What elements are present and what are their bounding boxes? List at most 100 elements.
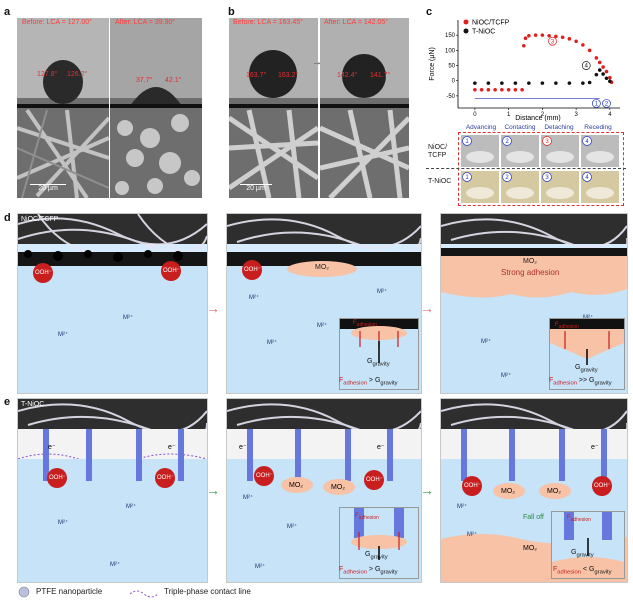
- f-adhesion-d2: Fadhesion: [353, 320, 377, 329]
- panel-e3: OOH⁻ OOH⁻ e⁻ MO₂ MO₂ Fall off MO₂ M²⁺ M²…: [440, 398, 628, 583]
- legend-marker-red: [463, 19, 469, 25]
- lca-after-a: After: LCA = 39.90°: [115, 19, 176, 26]
- angle-a-after-right: 42.1°: [165, 77, 182, 84]
- angle-a-after-left: 37.7°: [136, 77, 153, 84]
- photo-step-circle: [502, 172, 512, 182]
- force-inset-e2-art: [351, 508, 407, 560]
- scale-bar-a: 20 µm: [30, 184, 66, 192]
- legend-marker-black: [463, 28, 469, 34]
- point-t-nioc: [473, 81, 477, 85]
- angle-b-after-left: 142.4°: [337, 72, 358, 79]
- point-nioc-tcfp: [594, 56, 599, 60]
- annotation-circle-4: [581, 61, 591, 70]
- sem-particles-a-after: [110, 18, 202, 195]
- point-nioc-tcfp: [533, 33, 538, 37]
- m2-ion-d2-a: M²⁺: [249, 295, 260, 301]
- point-nioc-tcfp: [513, 87, 518, 92]
- x-tick-label: 4: [608, 112, 612, 118]
- mo2-label-d3: MO₂: [523, 258, 537, 265]
- m2-ion-e2-a: M²⁺: [243, 495, 254, 501]
- sem-image-a-after: [110, 18, 202, 198]
- point-nioc-tcfp: [540, 33, 545, 37]
- ooh-ion-d2: [242, 260, 262, 280]
- g-gravity-d2: Ggravity: [367, 358, 390, 368]
- point-nioc-tcfp: [527, 33, 531, 38]
- photo-step-circle: [462, 172, 472, 182]
- ptfe-nanoparticle-icon: [18, 586, 30, 598]
- point-nioc-tcfp: [506, 87, 511, 92]
- arrow-e2-e3: →: [420, 482, 434, 498]
- photo-step-number: 4: [585, 175, 589, 181]
- annotation-number-4: 4: [585, 64, 589, 70]
- photo-header-advancing: Advancing: [465, 124, 497, 131]
- photo-step-number: 3: [545, 175, 549, 181]
- ooh-ion-e3-right: [592, 476, 612, 496]
- sem-image-b-before: [229, 18, 318, 198]
- panel-d1-art: [18, 214, 207, 393]
- panel-e-label: e: [4, 396, 11, 408]
- droplet-shape: [586, 151, 614, 163]
- point-nioc-tcfp: [560, 35, 565, 40]
- photo-step-circle: [582, 172, 592, 182]
- m2-ion-d3-a: M²⁺: [481, 339, 492, 345]
- panel-b-label: b: [228, 6, 235, 18]
- triple-phase-line-icon: [130, 590, 158, 598]
- strong-adhesion-label: Strong adhesion: [501, 268, 560, 277]
- point-nioc-tcfp: [604, 69, 609, 74]
- point-t-nioc: [567, 81, 572, 85]
- ooh-ion-e1-right: [155, 468, 175, 488]
- annotation-number-2: 2: [605, 102, 609, 108]
- ooh-label-e1-left: OOH⁻: [49, 475, 66, 481]
- mo2-label-e3-c: MO₂: [523, 545, 537, 552]
- photo-divider: [426, 168, 626, 169]
- point-t-nioc: [527, 81, 531, 85]
- droplet-shape: [466, 187, 494, 199]
- x-tick-label: 0: [473, 112, 477, 118]
- m2-ion-d1-a: M²⁺: [58, 332, 69, 338]
- angle-b-after-right: 141.7°: [370, 72, 391, 79]
- photo-row-label-niocl: NiOC/ TCFP: [428, 144, 448, 159]
- point-t-nioc: [486, 81, 491, 85]
- mo2-label-e2-a: MO₂: [289, 482, 303, 489]
- m2-ion-d2-d: M²⁺: [267, 340, 278, 346]
- y-tick-label: -50: [446, 94, 455, 100]
- annotation-circle-2: [602, 99, 611, 108]
- g-gravity-d3: Ggravity: [575, 364, 598, 374]
- droplet-shape: [546, 151, 574, 163]
- force-inset-e2: [339, 507, 419, 579]
- electron-e2-b: e⁻: [377, 444, 385, 451]
- ooh-ion-d1-left: [33, 263, 53, 283]
- force-inset-d2-art: [340, 319, 418, 363]
- point-nioc-tcfp: [574, 39, 578, 44]
- legend-label-black: T-NiOC: [472, 29, 495, 36]
- lca-before-b: Before: LCA = 163.45°: [233, 19, 303, 26]
- photo-step-circle: [582, 136, 592, 146]
- m2-ion-e1-c: M²⁺: [110, 562, 121, 568]
- f-adhesion-e3: Fadhesion: [567, 515, 591, 524]
- panel-d3: MO₂ Strong adhesion M²⁺ M²⁺ M²⁺ Fadhesio…: [440, 213, 628, 394]
- point-t-nioc: [601, 72, 605, 76]
- y-tick-label: 50: [448, 64, 455, 70]
- panel-a-label: a: [4, 6, 11, 18]
- force-inset-e3-art: [552, 512, 624, 578]
- legend-ptfe: PTFE nanoparticle: [36, 587, 103, 596]
- ooh-label-e3-left: OOH⁻: [464, 483, 481, 489]
- panel-e2: e⁻ e⁻ OOH⁻ OOH⁻ MO₂ MO₂ M²⁺ M²⁺ M²⁺ Fadh…: [226, 398, 422, 583]
- point-t-nioc: [581, 81, 585, 85]
- scale-bar-b: 20 µm: [240, 184, 272, 192]
- point-nioc-tcfp: [547, 33, 551, 38]
- panel-e1-art: [18, 399, 207, 582]
- photo-header-contacting: Contacting: [504, 124, 536, 131]
- point-nioc-tcfp: [473, 87, 477, 92]
- annotation-number-1: 1: [595, 102, 599, 108]
- annotation-circle-3: [548, 36, 557, 46]
- m2-ion-e1-a: M²⁺: [58, 520, 69, 526]
- point-nioc-tcfp: [597, 60, 602, 65]
- y-axis-label: Force (µN): [429, 47, 436, 81]
- point-nioc-tcfp: [493, 87, 497, 92]
- y-tick-label: 100: [445, 48, 456, 54]
- g-gravity-e2: Ggravity: [365, 551, 388, 561]
- g-gravity-e3: Ggravity: [571, 549, 594, 559]
- m2-ion-e3-b: M²⁺: [467, 532, 478, 538]
- point-nioc-tcfp: [554, 34, 558, 39]
